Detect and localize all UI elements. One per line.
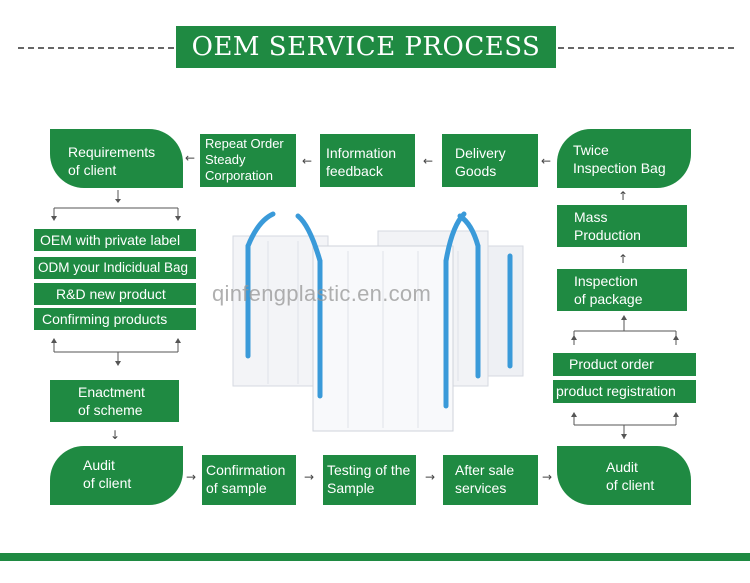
arrow-up-icon: ↑ [618, 189, 629, 203]
step-label: Testing of the Sample [327, 462, 411, 496]
step-delivery-goods: Delivery Goods [442, 134, 538, 187]
header-dashed-line-right [558, 47, 734, 49]
step-label: Requirements of client [68, 144, 156, 178]
step-product-order: Product order [553, 353, 696, 376]
step-label: Delivery Goods [455, 145, 506, 179]
step-label: Information feedback [326, 145, 397, 179]
watermark-text: qinfengplastic.en.com [212, 281, 432, 306]
step-label: OEM with private label [40, 232, 181, 248]
step-label: Audit of client [83, 457, 132, 491]
step-mass-production: Mass Production [557, 205, 687, 247]
step-oem-private-label: OEM with private label [34, 229, 196, 251]
step-audit-of-client-right: Audit of client [557, 446, 691, 505]
step-label: R&D new product [56, 286, 166, 302]
page-title: OEM SERVICE PROCESS [176, 26, 556, 68]
step-label: Repeat Order Steady Corporation [205, 136, 284, 183]
arrow-down-icon: ↓ [110, 428, 121, 442]
step-after-sale-services: After sale services [443, 455, 538, 505]
bulk-bag-product-image [232, 211, 524, 432]
step-information-feedback: Information feedback [320, 134, 415, 187]
step-inspection-of-package: Inspection of package [557, 269, 687, 311]
arrow-right-icon: → [304, 470, 315, 484]
step-confirmation-of-sample: Confirmation of sample [202, 455, 296, 505]
branch-connector-right-bottom [571, 412, 679, 439]
arrow-left-icon: ← [185, 151, 196, 165]
step-label: After sale services [455, 462, 515, 496]
merge-connector-left [51, 338, 181, 366]
step-enactment-of-scheme: Enactment of scheme [50, 380, 179, 422]
step-odm-bag: ODM your Indicidual Bag [34, 257, 196, 279]
step-repeat-order: Repeat Order Steady Corporation [200, 134, 296, 187]
step-confirming-products: Confirming products [34, 308, 196, 330]
arrow-left-icon: ← [302, 154, 313, 168]
step-label: Confirmation of sample [206, 462, 286, 496]
step-label: product registration [556, 383, 676, 399]
arrow-left-icon: ← [541, 154, 552, 168]
arrow-up-icon: ↑ [618, 252, 629, 266]
step-label: Inspection of package [574, 273, 643, 307]
arrow-right-icon: → [425, 470, 436, 484]
step-rd-new-product: R&D new product [34, 283, 196, 305]
step-label: Confirming products [42, 311, 168, 327]
header-dashed-line-left [18, 47, 174, 49]
step-audit-of-client-left: Audit of client [50, 446, 183, 505]
merge-connector-right [571, 315, 679, 345]
arrow-left-icon: ← [423, 154, 434, 168]
branch-connector-top-left [51, 190, 181, 221]
step-twice-inspection-bag: Twice Inspection Bag [557, 129, 691, 188]
arrow-right-icon: → [542, 470, 553, 484]
step-requirements-of-client: Requirements of client [50, 129, 183, 188]
step-label: Twice Inspection Bag [573, 142, 666, 176]
step-label: ODM your Indicidual Bag [38, 260, 189, 275]
bottom-bar [0, 553, 750, 561]
step-testing-of-the-sample: Testing of the Sample [323, 455, 416, 505]
step-label: Audit of client [606, 459, 655, 493]
step-label: Enactment of scheme [78, 384, 145, 418]
step-label: Product order [569, 356, 654, 372]
step-label: Mass Production [574, 209, 641, 243]
step-product-registration: product registration [553, 380, 696, 403]
arrow-right-icon: → [186, 470, 197, 484]
